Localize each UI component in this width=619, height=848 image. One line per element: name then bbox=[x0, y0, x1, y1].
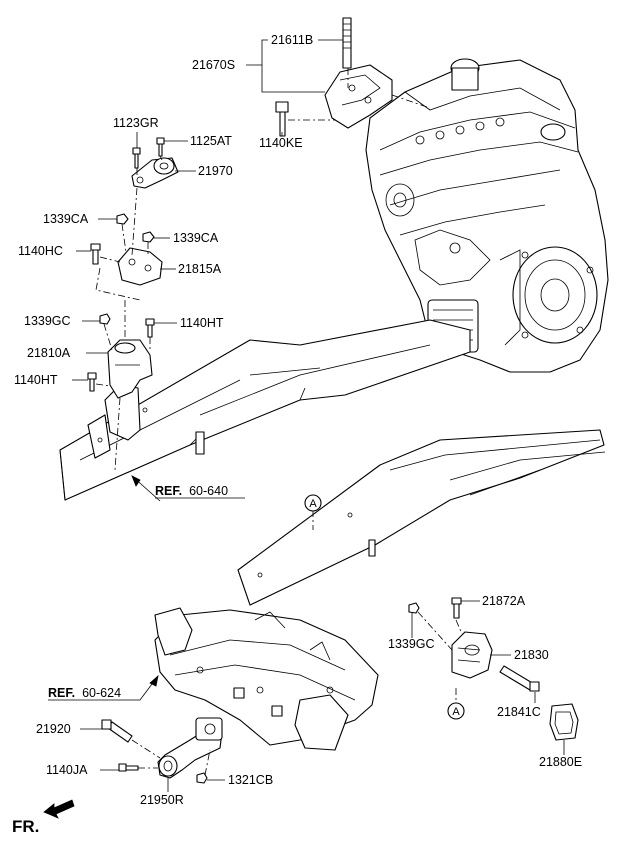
part-21841C-bolt bbox=[499, 665, 540, 692]
label-21970: 21970 bbox=[198, 164, 233, 178]
label-21872A: 21872A bbox=[482, 594, 526, 608]
label-1140HT-b: 1140HT bbox=[14, 373, 58, 387]
label-1339GC-a: 1339GC bbox=[24, 314, 71, 328]
part-21880E-plate bbox=[549, 703, 579, 741]
label-1140JA: 1140JA bbox=[46, 763, 88, 777]
part-1321CB-nut bbox=[196, 772, 208, 784]
marker-a-lower: A bbox=[447, 702, 465, 720]
part-21810A-mount bbox=[107, 339, 153, 399]
part-21950R-mount bbox=[157, 717, 223, 779]
ref-60-640[interactable]: REF. 60-640 bbox=[155, 482, 228, 499]
ref-60-640-number: 60-640 bbox=[189, 484, 228, 498]
part-21611B-stud bbox=[342, 17, 352, 69]
marker-a-upper-label: A bbox=[309, 498, 317, 510]
ref-60-624-prefix: REF. bbox=[48, 686, 75, 700]
label-21815A: 21815A bbox=[178, 262, 222, 276]
label-1339CA-b: 1339CA bbox=[173, 231, 219, 245]
ref-60-624[interactable]: REF. 60-624 bbox=[48, 684, 121, 701]
label-21830: 21830 bbox=[514, 648, 549, 662]
label-21611B: 21611B bbox=[271, 33, 313, 47]
lower-frame-rail bbox=[237, 429, 606, 606]
label-1339GC-b: 1339GC bbox=[388, 637, 435, 651]
engine-assembly bbox=[365, 58, 609, 373]
label-1140KE: 1140KE bbox=[259, 136, 303, 150]
label-21841C: 21841C bbox=[497, 705, 541, 719]
part-1339CA-nut-a bbox=[116, 213, 129, 225]
part-1140JA-bolt bbox=[118, 763, 139, 772]
part-1339CA-nut-b bbox=[142, 231, 155, 243]
label-21920: 21920 bbox=[36, 722, 71, 736]
part-1339GC-nut-a bbox=[99, 313, 111, 325]
front-arrow-icon bbox=[43, 799, 75, 819]
label-1321CB: 1321CB bbox=[228, 773, 273, 787]
part-1140HT-bolt-b bbox=[87, 372, 97, 392]
marker-a-lower-label: A bbox=[452, 706, 460, 718]
subframe bbox=[154, 607, 379, 751]
part-1339GC-nut-b bbox=[408, 602, 420, 614]
part-21872A-bolt bbox=[451, 597, 462, 619]
part-1140KE-bolt bbox=[275, 101, 289, 137]
label-21950R: 21950R bbox=[140, 793, 184, 807]
part-21920-bolt bbox=[101, 719, 133, 743]
centerlines bbox=[95, 68, 463, 776]
front-label: FR. bbox=[12, 817, 39, 836]
part-21815A-bracket bbox=[117, 247, 163, 286]
part-1140HC-bolt bbox=[90, 243, 101, 265]
label-1140HC: 1140HC bbox=[18, 244, 63, 258]
marker-a-upper: A bbox=[304, 494, 322, 512]
label-1123GR: 1123GR bbox=[113, 116, 159, 130]
label-21810A: 21810A bbox=[27, 346, 71, 360]
label-1339CA-a: 1339CA bbox=[43, 212, 89, 226]
label-21880E: 21880E bbox=[539, 755, 582, 769]
front-direction-indicator: FR. bbox=[12, 799, 75, 836]
part-1140HT-bolt-a bbox=[145, 318, 155, 338]
ref-60-624-number: 60-624 bbox=[82, 686, 121, 700]
leader-lines bbox=[48, 39, 565, 792]
part-21970-link bbox=[131, 157, 179, 189]
label-1140HT-a: 1140HT bbox=[180, 316, 224, 330]
upper-frame-rail bbox=[59, 319, 471, 501]
part-1123GR-bolt bbox=[132, 147, 141, 169]
label-1125AT: 1125AT bbox=[190, 134, 232, 148]
ref-60-640-prefix: REF. bbox=[155, 484, 182, 498]
part-21670S-bracket bbox=[324, 64, 393, 129]
part-21830-mount bbox=[451, 631, 493, 679]
part-1125AT-bolt bbox=[156, 137, 165, 157]
label-21670S: 21670S bbox=[192, 58, 235, 72]
